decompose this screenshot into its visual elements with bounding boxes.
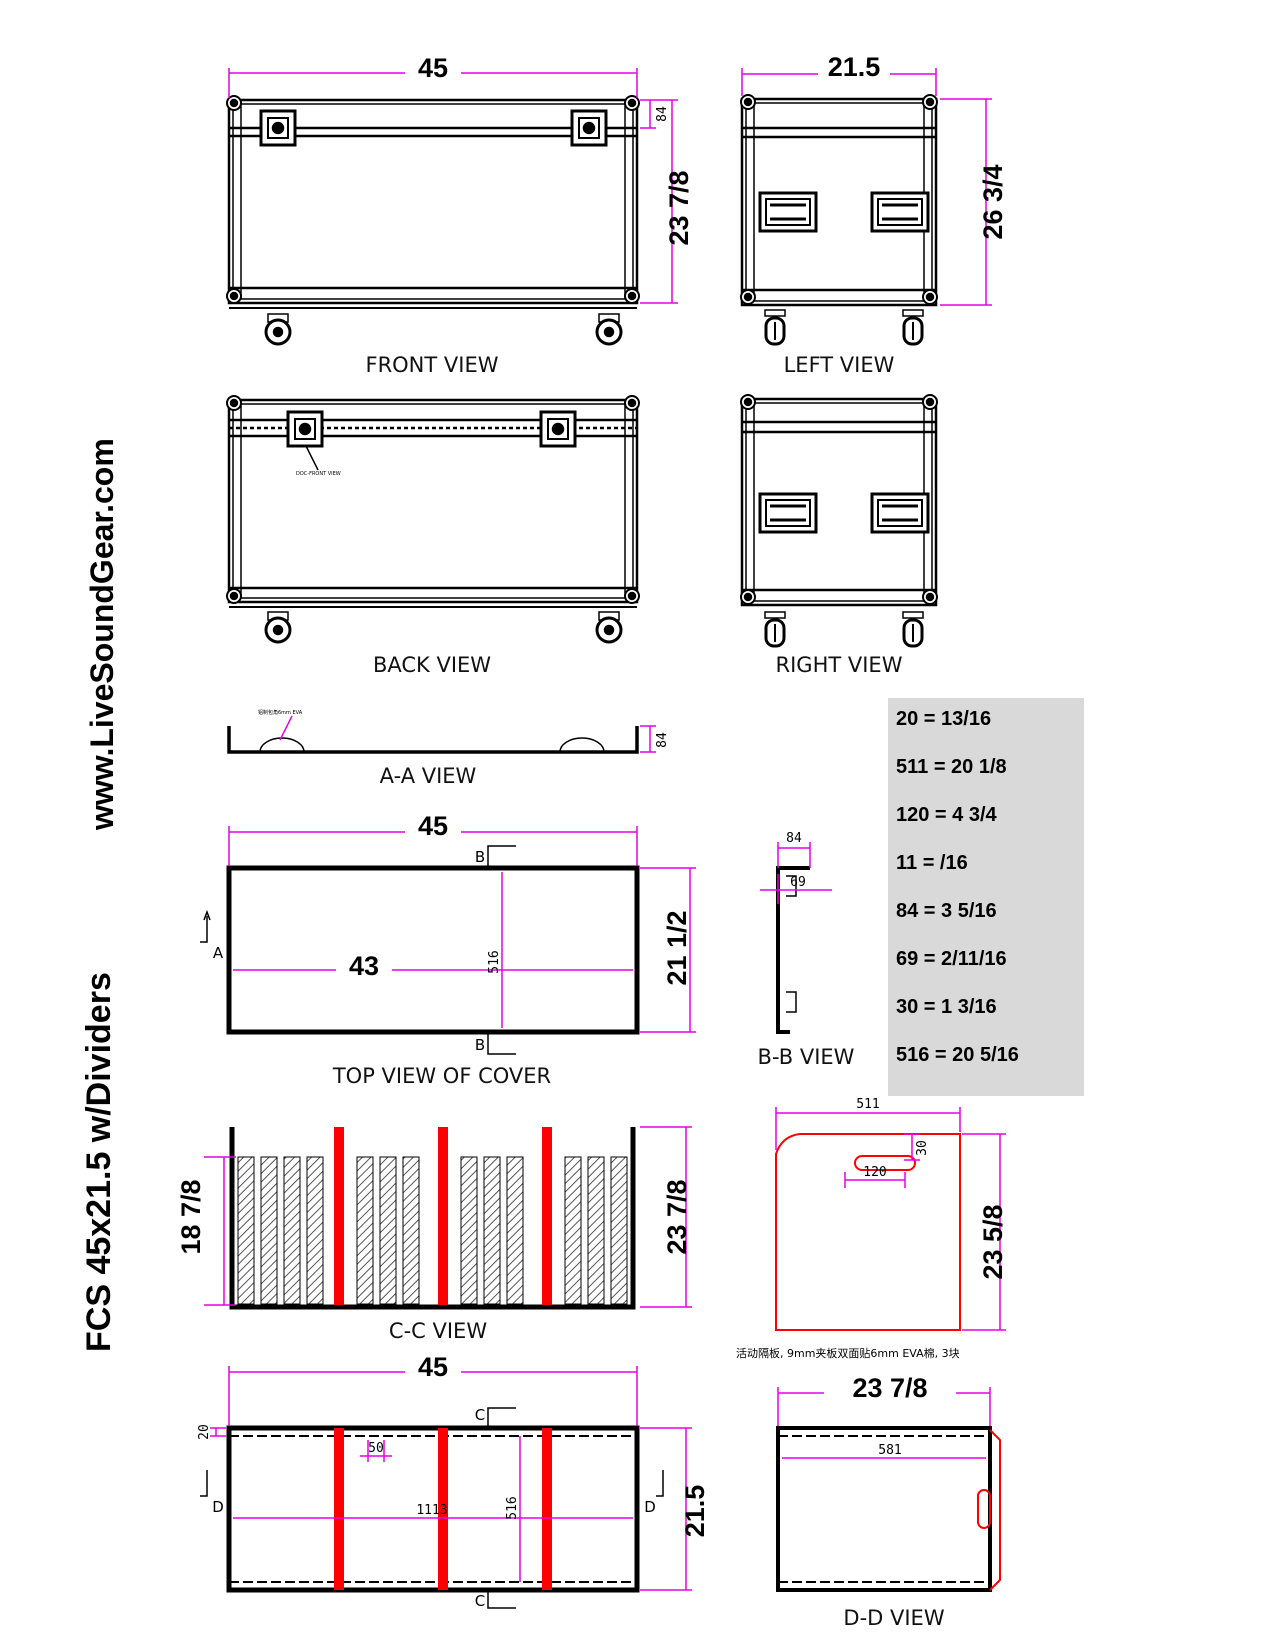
back-view-caption: BACK VIEW [373,653,491,677]
conversion-row: 120 = 4 3/4 [896,804,997,826]
bottom-width-label: 45 [418,1352,448,1382]
aa-view-drawing [227,715,639,754]
conversion-row: 84 = 3 5/16 [896,900,997,922]
front-view-drawing [225,94,641,346]
divider-30-label: 30 [915,1140,930,1156]
dd-view-drawing [776,1426,1001,1592]
back-view-drawing [225,394,641,644]
dd-581-label: 581 [878,1443,901,1458]
left-view-caption: LEFT VIEW [784,353,895,377]
top-cover-drawing [200,845,640,1055]
left-height-label: 26 3/4 [978,164,1008,239]
section-mark-a: A [213,944,224,962]
dd-width-label: 23 7/8 [852,1373,927,1403]
conversion-row: 30 = 1 3/16 [896,996,997,1018]
divider-note: 活动隔板, 9mm夹板双面贴6mm EVA棉, 3块 [736,1346,960,1360]
cc-inner-label: 18 7/8 [176,1179,206,1254]
conversion-row: 511 = 20 1/8 [896,756,1007,778]
bb-view-drawing [776,866,810,1034]
bb-84-label: 84 [786,831,802,846]
bottom-50-label: 50 [368,1441,384,1456]
cc-red-dividers [334,1127,552,1305]
top-width-label: 45 [418,811,448,841]
cc-view-caption: C-C VIEW [389,1319,487,1343]
bb-view-caption: B-B VIEW [758,1045,855,1069]
conversion-row: 20 = 13/16 [896,708,992,730]
conversion-table: 20 = 13/16 511 = 20 1/8 120 = 4 3/4 11 =… [888,698,1084,1096]
product-title: FCS 45x21.5 w/Dividers [80,972,118,1352]
cc-hatched-slots [237,1156,628,1305]
conversion-row: 69 = 2/11/16 [896,948,1007,970]
bottom-depth-label: 21.5 [680,1485,710,1538]
section-mark-c-top: C [475,1406,485,1424]
section-mark-b-bottom: B [475,1036,485,1054]
front-view-caption: FRONT VIEW [365,353,498,377]
bb-69-label: 69 [790,875,806,890]
left-width-label: 21.5 [828,52,881,82]
section-mark-b-top: B [475,848,485,866]
bottom-section-drawing [200,1407,664,1609]
cc-view-drawing [229,1127,636,1310]
divider-panel-drawing [775,1133,961,1331]
section-mark-d-left: D [212,1498,224,1516]
top-cover-caption: TOP VIEW OF COVER [332,1064,551,1088]
website-label: www.LiveSoundGear.com [84,438,120,830]
left-view-drawing [739,93,939,346]
divider-511-label: 511 [856,1097,879,1112]
aa-view-callout: 铝制包角6mm EVA [258,709,303,716]
section-mark-d-right: D [644,1498,656,1516]
back-view-callout: DOC-FRONT VIEW [296,471,341,477]
aa-view-caption: A-A VIEW [380,764,477,788]
bottom-20-label: 20 [197,1424,212,1440]
top-depth-label: 21 1/2 [662,910,692,985]
dimension-lines [204,68,1006,1591]
bottom-1113-label: 1113 [416,1503,447,1518]
front-lid-label: 84 [655,106,670,122]
bottom-red-dividers [334,1428,552,1590]
divider-120-label: 120 [863,1165,886,1180]
conversion-row: 516 = 20 5/16 [896,1044,1019,1066]
aa-lid-label: 84 [655,732,670,748]
cc-height-label: 23 7/8 [662,1179,692,1254]
divider-height-label: 23 5/8 [978,1204,1008,1279]
front-height-label: 23 7/8 [664,170,694,245]
front-width-label: 45 [418,53,448,83]
bottom-516-label: 516 [505,1496,520,1519]
right-view-drawing [739,393,939,648]
conversion-row: 11 = /16 [896,852,968,874]
dd-view-caption: D-D VIEW [843,1606,944,1630]
right-view-caption: RIGHT VIEW [776,653,903,677]
top-inner-label: 43 [349,951,379,981]
section-mark-c-bottom: C [475,1592,485,1610]
top-516-label: 516 [487,950,502,973]
